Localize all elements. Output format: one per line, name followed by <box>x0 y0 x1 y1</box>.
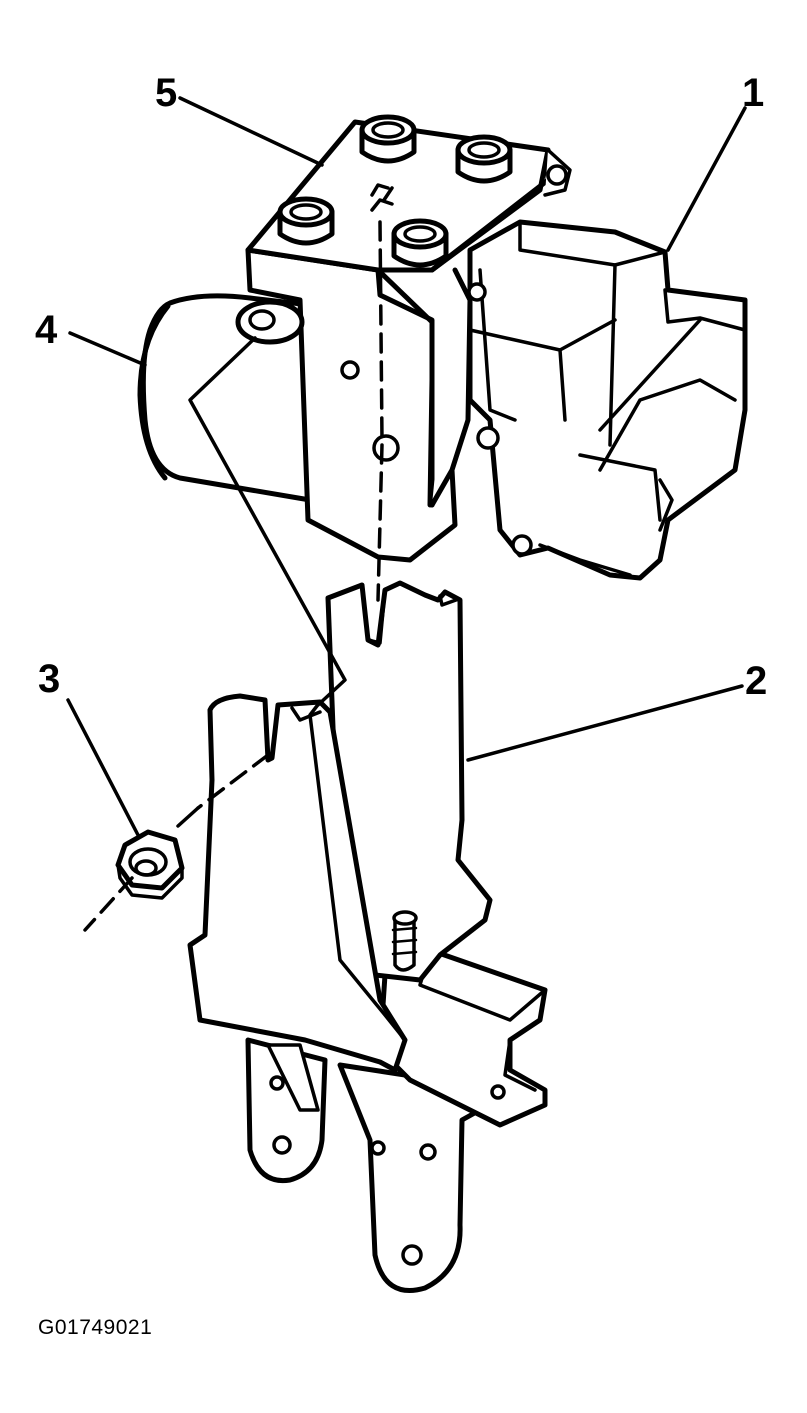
motor-stud-port <box>235 299 305 345</box>
bracket-shelf <box>377 947 548 1128</box>
callout-number-5: 5 <box>155 71 177 115</box>
leader-2 <box>466 684 744 762</box>
bracket-tab <box>266 1043 320 1112</box>
leader-4 <box>68 331 147 367</box>
mounting-nut <box>115 829 185 900</box>
abs-module <box>137 114 748 581</box>
callout-leaders <box>66 96 747 837</box>
mounting-bracket <box>187 580 548 1294</box>
stud-alignment-line <box>188 336 347 707</box>
bracket-hole <box>370 1140 386 1156</box>
alignment-dash-line <box>376 443 384 602</box>
bracket-center-leg <box>337 1062 483 1294</box>
nut-axis-line <box>83 876 134 932</box>
callout-number-2: 2 <box>745 659 767 703</box>
bracket-hole <box>269 1075 285 1091</box>
electronic-control-module <box>467 219 748 581</box>
valve-block <box>235 114 572 563</box>
bracket-hole <box>490 1084 506 1100</box>
bracket-hole <box>419 1143 437 1161</box>
leader-5 <box>178 96 324 167</box>
block-marking <box>370 183 394 212</box>
bracket-rear-plate <box>325 580 493 983</box>
callout-number-3: 3 <box>38 657 60 701</box>
valve-block-side <box>245 247 458 563</box>
bracket-hole <box>401 1244 423 1266</box>
port-fitting <box>359 114 417 164</box>
leader-1 <box>666 106 747 252</box>
leader-3 <box>66 698 140 837</box>
port-fitting <box>277 196 335 246</box>
port-fitting <box>391 218 449 268</box>
module-screw <box>476 426 500 450</box>
figure-id: G01749021 <box>38 1316 153 1339</box>
alignment-lines <box>83 220 384 932</box>
callout-number-4: 4 <box>35 308 58 352</box>
port-fitting <box>455 134 513 184</box>
module-screw <box>511 534 533 556</box>
callout-number-1: 1 <box>742 71 764 115</box>
bracket-stud <box>391 910 418 972</box>
bracket-hole <box>272 1135 292 1155</box>
pump-motor <box>137 293 313 503</box>
